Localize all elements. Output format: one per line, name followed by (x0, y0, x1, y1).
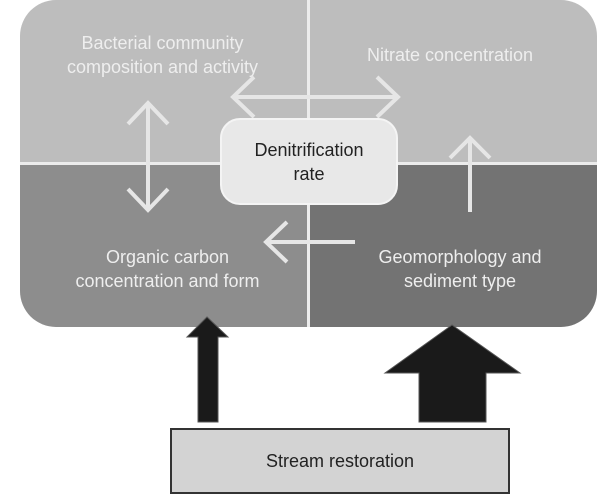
arrow-restoration-to-organic (185, 316, 230, 423)
label-organic-line2: concentration and form (75, 271, 260, 291)
label-geomorph-line2: sediment type (403, 271, 517, 291)
label-bacterial-line2: composition and activity (66, 57, 259, 77)
double-arrow-bacterial-organic (126, 100, 170, 213)
label-bacterial-line1: Bacterial community (81, 33, 244, 53)
center-line2: rate (293, 163, 325, 184)
arrow-geomorph-to-organic (263, 220, 355, 264)
label-bacterial: Bacterial community composition and acti… (40, 31, 285, 79)
label-nitrate: Nitrate concentration (366, 45, 534, 65)
factor-panel (20, 0, 597, 327)
stream-restoration-label: Stream restoration (265, 450, 415, 471)
arrow-restoration-to-geomorph (383, 324, 522, 423)
label-geomorph-line1: Geomorphology and (378, 247, 542, 267)
label-organic-carbon: Organic carbon concentration and form (55, 245, 280, 293)
center-line1: Denitrification (254, 139, 364, 160)
stream-restoration-box: Stream restoration (170, 428, 510, 494)
label-geomorphology: Geomorphology and sediment type (350, 245, 570, 293)
label-organic-line1: Organic carbon (105, 247, 230, 267)
arrow-geomorph-to-nitrate (448, 135, 492, 212)
double-arrow-bacterial-nitrate (230, 75, 401, 119)
denitrification-rate-box: Denitrification rate (220, 118, 398, 205)
